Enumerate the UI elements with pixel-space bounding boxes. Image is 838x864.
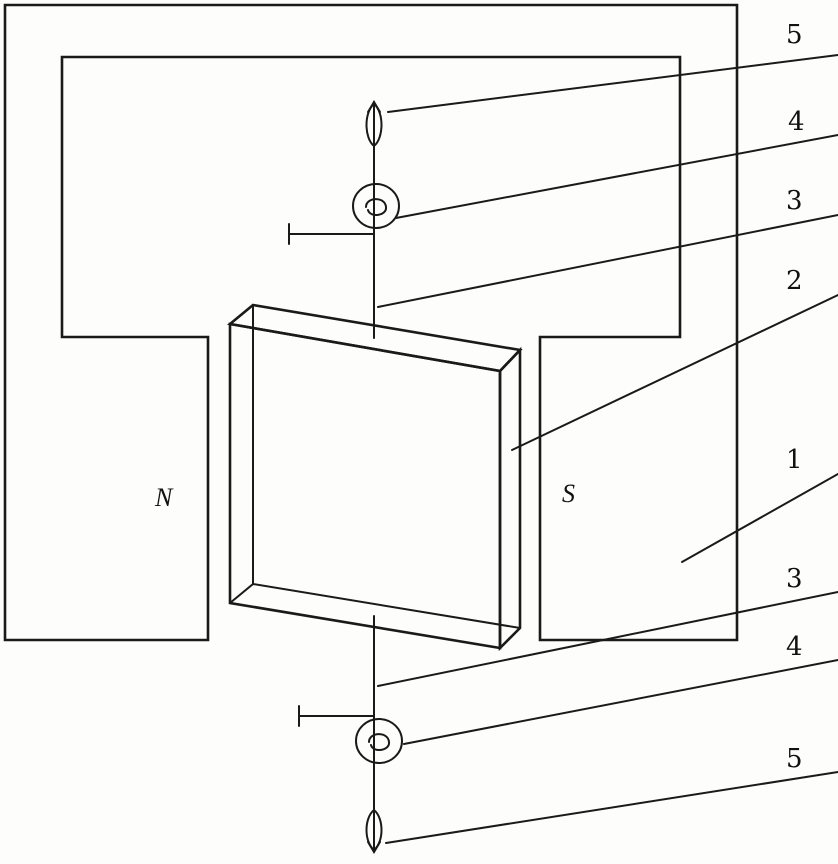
leader-top-5 bbox=[387, 54, 838, 113]
leader-bottom-4 bbox=[403, 659, 838, 745]
pole-label-south: S bbox=[562, 479, 575, 508]
top-spiral-spring bbox=[288, 183, 400, 245]
bottom-spiral-spring bbox=[298, 705, 403, 764]
leader-top-4 bbox=[395, 134, 838, 219]
leader-lines bbox=[377, 54, 838, 844]
leader-bottom-3 bbox=[377, 591, 838, 687]
leader-top-2 bbox=[511, 294, 838, 451]
callout-bottom-4: 4 bbox=[786, 632, 803, 662]
pole-label-north: N bbox=[154, 483, 174, 512]
leader-top-1 bbox=[681, 473, 838, 563]
callout-top-2: 2 bbox=[786, 266, 803, 296]
bottom-rotation-arrow bbox=[365, 809, 383, 854]
callout-bottom-3: 3 bbox=[786, 564, 803, 594]
leader-bottom-5 bbox=[385, 771, 838, 844]
leader-top-3 bbox=[377, 214, 838, 308]
top-rotation-arrow bbox=[365, 100, 383, 148]
callout-top-1: 1 bbox=[786, 445, 803, 475]
callout-top-5: 5 bbox=[786, 20, 803, 50]
magnet-yoke bbox=[3, 3, 739, 642]
callout-bottom-5: 5 bbox=[786, 744, 803, 774]
callout-top-4: 4 bbox=[788, 107, 805, 137]
callout-top-3: 3 bbox=[786, 186, 803, 216]
coil-frame bbox=[226, 303, 523, 652]
